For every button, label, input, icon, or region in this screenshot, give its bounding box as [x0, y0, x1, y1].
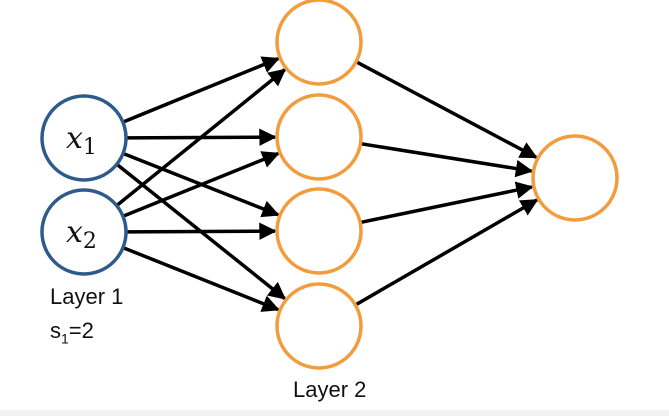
input-node-label-x1: x1	[66, 121, 97, 160]
layer-2-label: Layer 2	[293, 377, 367, 402]
edge-h1-out1	[356, 60, 538, 159]
hidden-node-3	[275, 187, 363, 275]
edge-x2-h3	[126, 222, 277, 241]
connections	[116, 56, 539, 312]
hidden-node-1	[275, 0, 363, 86]
input-node-x2	[40, 188, 128, 276]
output-node-1	[531, 134, 619, 222]
edge-x1-h1	[123, 56, 280, 124]
hidden-node-2	[275, 93, 363, 181]
edge-h2-out1	[361, 142, 534, 178]
edge-h3-out1	[360, 181, 534, 224]
bottom-divider	[0, 410, 669, 416]
hidden-node-4	[275, 282, 363, 370]
edge-x2-h1	[116, 68, 287, 207]
layer-1-size-label: s1=2	[50, 318, 94, 347]
edge-h4-out1	[355, 198, 539, 306]
layer-1-label: Layer 1	[50, 284, 124, 309]
input-node-x1	[40, 94, 128, 182]
edge-x2-h4	[123, 246, 280, 312]
edge-x2-h2	[123, 151, 280, 218]
